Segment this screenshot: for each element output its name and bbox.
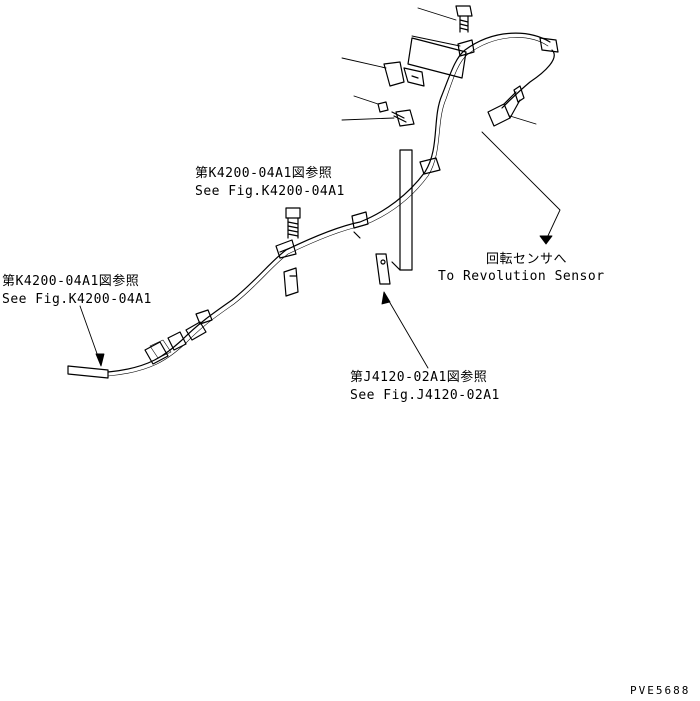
clamp-1 [275,239,297,259]
ref-top-en: See Fig.K4200-04A1 [195,184,345,199]
sensor-en: To Revolution Sensor [438,269,605,284]
top-mount-plate [383,37,467,87]
sensor-branch-wire [501,49,555,109]
left-harness-end [67,365,109,379]
ref-bottom-en: See Fig.J4120-02A1 [350,388,500,403]
ref-left-jp: 第K4200-04A1図参照 [2,274,140,289]
ref-bottom-jp: 第J4120-02A1図参照 [350,370,488,385]
revolution-sensor [487,85,525,127]
ref-left-en: See Fig.K4200-04A1 [2,292,152,307]
leader-lines [79,7,561,369]
bolt-middle [377,101,415,127]
harness-wire [107,32,551,373]
bolt-left [285,207,301,239]
drawing-code: PVE5688 [630,684,691,697]
clamp-3 [419,157,441,175]
left-connector [144,309,213,365]
small-bracket [283,267,299,297]
bracket-plate [375,149,413,285]
ref-top-jp: 第K4200-04A1図参照 [195,166,333,181]
clamp-2 [351,211,369,239]
sensor-jp: 回転センサへ [486,252,568,267]
clamp-4 [457,39,475,57]
harness-wire-inner [107,37,549,377]
clamp-5 [539,37,559,53]
bolt-top [455,5,473,33]
